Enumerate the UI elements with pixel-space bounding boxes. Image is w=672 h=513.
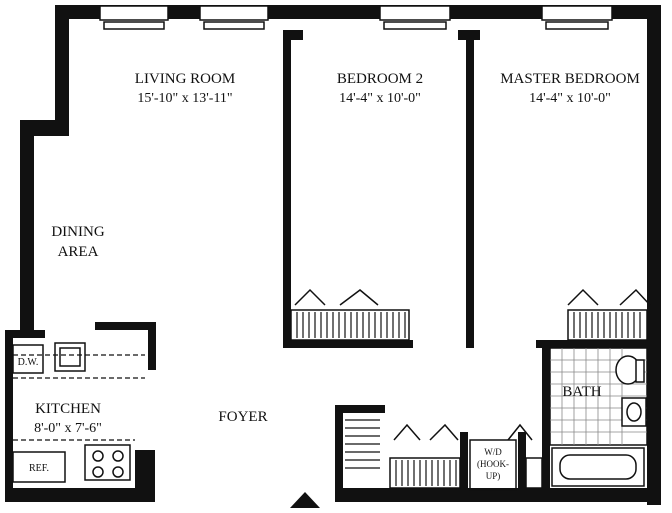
bath-sink	[621, 397, 647, 427]
refrigerator	[12, 451, 66, 483]
kitchen-sink	[54, 342, 86, 372]
dishwasher-label: D.W.	[18, 357, 39, 368]
bath-fixtures	[549, 347, 648, 487]
dining-label-line1: DINING	[51, 224, 104, 240]
kitchen-fixtures	[12, 342, 145, 483]
living-room-dims: 15'-10" x 13'-11"	[137, 91, 232, 106]
wd-label-line1: W/D	[484, 447, 502, 457]
entry-arrow-icon	[290, 492, 320, 508]
closets	[290, 288, 651, 489]
bedroom2-name: BEDROOM 2	[337, 71, 423, 87]
bedroom2-dims: 14'-4" x 10'-0"	[339, 91, 421, 106]
dining-label-line2: AREA	[58, 244, 99, 260]
interior-walls	[5, 30, 647, 500]
refrigerator-label: REF.	[29, 463, 49, 474]
bath-name: BATH	[562, 384, 601, 400]
master-bedroom-name: MASTER BEDROOM	[500, 71, 640, 87]
foyer-name: FOYER	[218, 409, 267, 425]
living-room-name: LIVING ROOM	[135, 71, 235, 87]
wd-label-line2: (HOOK-	[477, 459, 509, 469]
washer-dryer-box	[469, 439, 517, 491]
kitchen-dims: 8'-0" x 7'-6"	[34, 421, 102, 436]
master-bedroom-dims: 14'-4" x 10'-0"	[529, 91, 611, 106]
bathtub	[551, 447, 645, 487]
stove	[84, 444, 131, 481]
kitchen-name: KITCHEN	[35, 401, 101, 417]
windows	[99, 5, 613, 30]
labels: LIVING ROOM 15'-10" x 13'-11" BEDROOM 2 …	[18, 71, 640, 481]
wd-label-line3: UP)	[486, 471, 501, 481]
